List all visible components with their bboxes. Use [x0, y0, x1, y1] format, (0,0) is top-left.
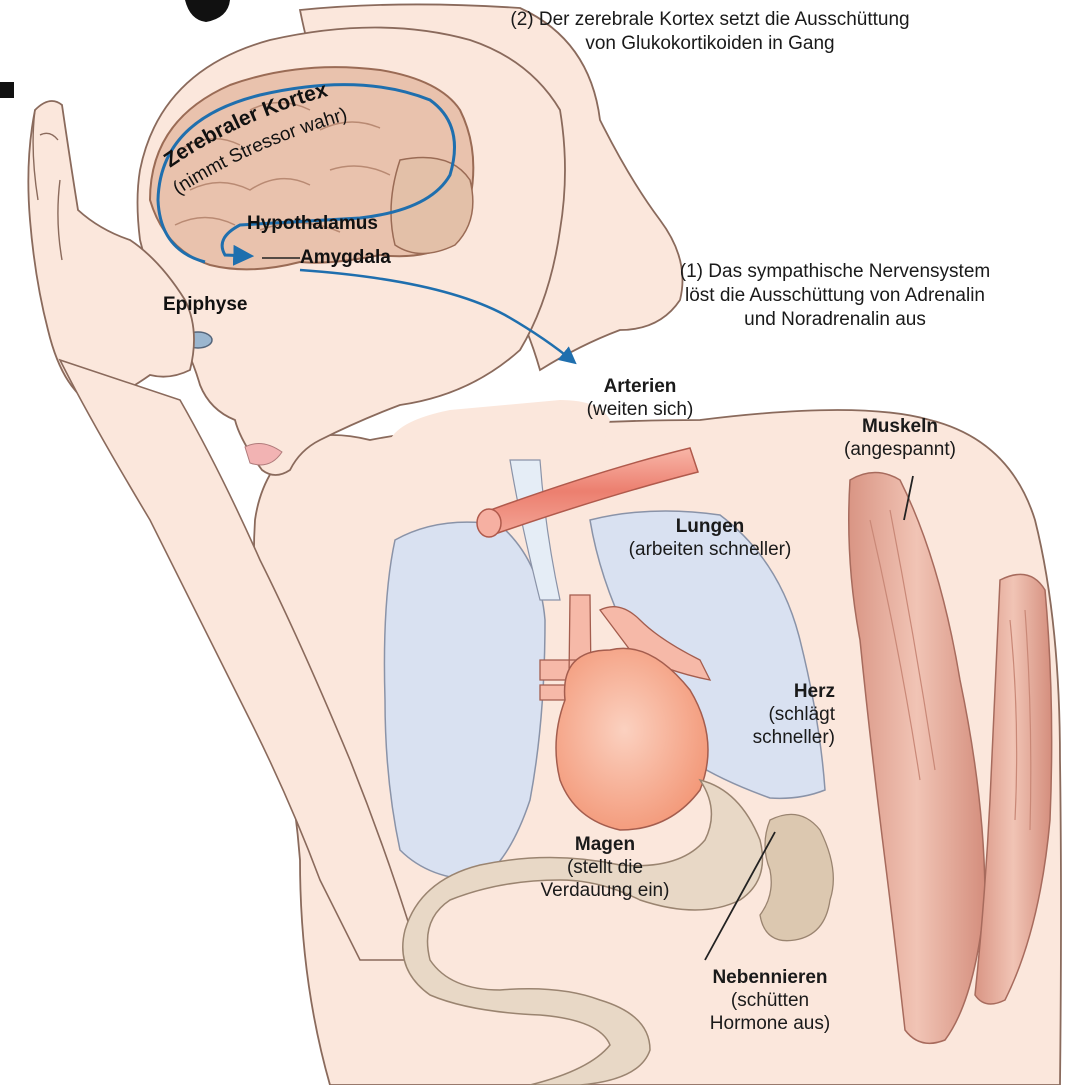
- herz-label: Herz (schlägt schneller): [715, 680, 835, 749]
- herz-desc-2: schneller): [715, 726, 835, 749]
- magen-desc-2: Verdauung ein): [505, 879, 705, 902]
- muskeln-label: Muskeln (angespannt): [800, 415, 1000, 461]
- magen-name: Magen: [505, 833, 705, 856]
- lungen-name: Lungen: [595, 515, 825, 538]
- sympathetic-annotation-line1: (1) Das sympathische Nervensystem: [620, 260, 1050, 284]
- herz-name: Herz: [715, 680, 835, 703]
- lungen-desc: (arbeiten schneller): [595, 538, 825, 561]
- magen-desc-1: (stellt die: [505, 856, 705, 879]
- cortex-annotation-line1: (2) Der zerebrale Kortex setzt die Aussc…: [440, 8, 980, 32]
- arterien-label: Arterien (weiten sich): [545, 375, 735, 421]
- epiphyse-label: Epiphyse: [163, 294, 247, 316]
- muskeln-desc: (angespannt): [800, 438, 1000, 461]
- arterien-desc: (weiten sich): [545, 398, 735, 421]
- cortex-annotation-line2: von Glukokortikoiden in Gang: [440, 32, 980, 56]
- muskeln-name: Muskeln: [800, 415, 1000, 438]
- cerebellum: [391, 158, 473, 254]
- nebennieren-desc-2: Hormone aus): [670, 1012, 870, 1035]
- arterien-name: Arterien: [545, 375, 735, 398]
- herz-desc-1: (schlägt: [715, 703, 835, 726]
- magen-label: Magen (stellt die Verdauung ein): [505, 833, 705, 902]
- nebennieren-name: Nebennieren: [670, 966, 870, 989]
- sympathetic-annotation-line2: löst die Ausschüttung von Adrenalin: [620, 284, 1050, 308]
- cortex-annotation: (2) Der zerebrale Kortex setzt die Aussc…: [440, 8, 980, 56]
- sympathetic-annotation: (1) Das sympathische Nervensystem löst d…: [620, 260, 1050, 332]
- hypothalamus-label: Hypothalamus: [247, 213, 378, 235]
- nebennieren-desc-1: (schütten: [670, 989, 870, 1012]
- lungen-label: Lungen (arbeiten schneller): [595, 515, 825, 561]
- kidney: [760, 814, 833, 940]
- corner-mark: [0, 82, 14, 98]
- amygdala-label: Amygdala: [300, 247, 391, 269]
- nebennieren-label: Nebennieren (schütten Hormone aus): [670, 966, 870, 1035]
- sympathetic-annotation-line3: und Noradrenalin aus: [620, 308, 1050, 332]
